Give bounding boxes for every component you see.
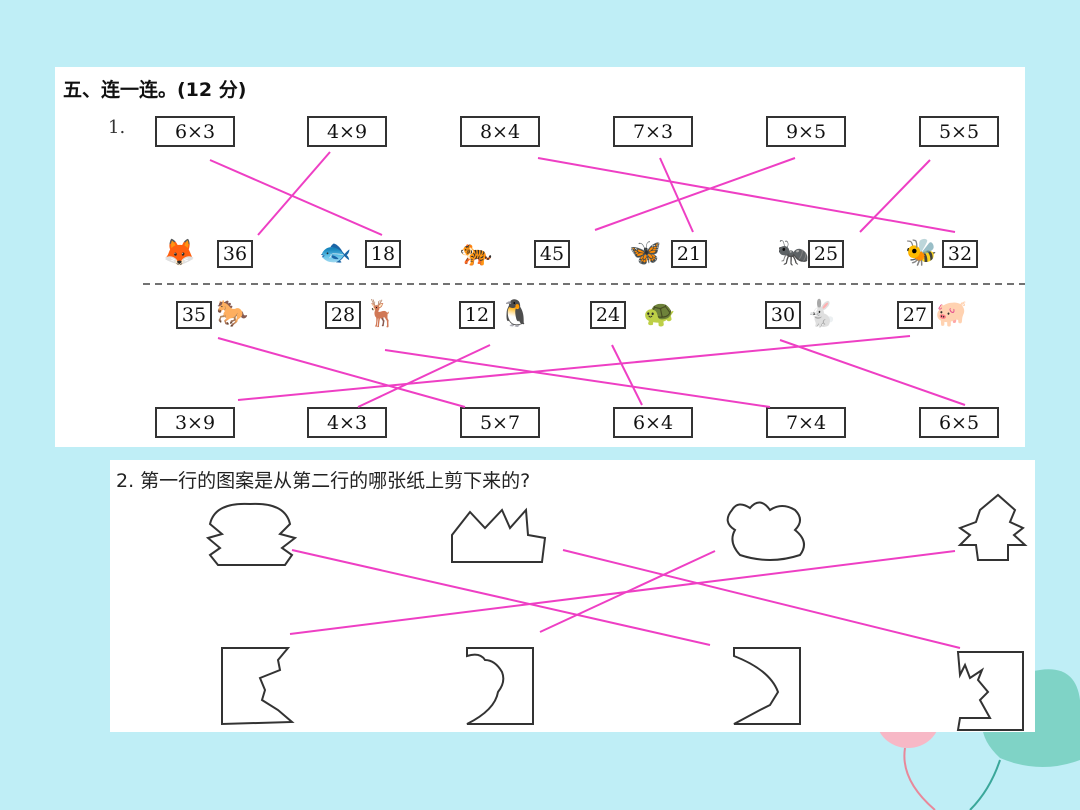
fish-icon: 🐟: [319, 238, 352, 268]
cut-shapes-drawing: [205, 493, 1028, 731]
horse-icon: 🐎: [216, 299, 249, 329]
butterfly-icon: 🦋: [629, 238, 662, 268]
ant-icon: 🐜: [777, 238, 810, 268]
cut-pattern-2: [451, 507, 547, 563]
upper-number-box[interactable]: 18: [365, 240, 401, 268]
top-expr-box[interactable]: 6×3: [155, 116, 235, 147]
question-2-text: 2. 第一行的图案是从第二行的哪张纸上剪下来的?: [116, 470, 531, 492]
matching-panel-2: 2. 第一行的图案是从第二行的哪张纸上剪下来的?: [110, 460, 1035, 732]
lower-number-box[interactable]: 28: [325, 301, 361, 329]
bottom-expr-box[interactable]: 3×9: [155, 407, 235, 438]
cut-pattern-3: [726, 501, 805, 561]
upper-number-box[interactable]: 45: [534, 240, 570, 268]
lower-number-box[interactable]: 12: [459, 301, 495, 329]
lower-number-box[interactable]: 24: [590, 301, 626, 329]
pig-icon: 🐖: [935, 299, 968, 329]
upper-number-box[interactable]: 32: [942, 240, 978, 268]
matching-panel-1: 五、连一连。(12 分) 1. 6×3 4×9 8×4 7×3 9×5 5×5 …: [55, 67, 1025, 447]
turtle-icon: 🐢: [643, 299, 676, 329]
upper-number-box[interactable]: 36: [217, 240, 253, 268]
top-expr-box[interactable]: 5×5: [919, 116, 999, 147]
bee-icon: 🐝: [905, 238, 938, 268]
top-expr-box[interactable]: 7×3: [613, 116, 693, 147]
paper-1: [221, 647, 295, 726]
cut-pattern-1: [205, 502, 298, 566]
paper-4: [956, 651, 1024, 731]
lower-number-box[interactable]: 30: [765, 301, 801, 329]
section-title: 五、连一连。(12 分): [63, 79, 247, 101]
top-expr-box[interactable]: 4×9: [307, 116, 387, 147]
upper-number-box[interactable]: 21: [671, 240, 707, 268]
rabbit-icon: 🐇: [805, 299, 838, 329]
fox-icon: 🦊: [163, 238, 196, 268]
bottom-expr-box[interactable]: 6×5: [919, 407, 999, 438]
tiger-icon: 🐅: [460, 238, 493, 268]
lower-number-box[interactable]: 27: [897, 301, 933, 329]
penguin-icon: 🐧: [499, 299, 532, 329]
bottom-expr-box[interactable]: 7×4: [766, 407, 846, 438]
top-expr-box[interactable]: 8×4: [460, 116, 540, 147]
upper-number-box[interactable]: 25: [808, 240, 844, 268]
question-1-label: 1.: [108, 117, 126, 138]
top-expr-box[interactable]: 9×5: [766, 116, 846, 147]
cut-pattern-4: [957, 493, 1028, 561]
paper-3: [733, 647, 801, 725]
bottom-expr-box[interactable]: 6×4: [613, 407, 693, 438]
paper-2: [466, 647, 534, 725]
bottom-expr-box[interactable]: 4×3: [307, 407, 387, 438]
deer-icon: 🦌: [365, 299, 398, 329]
bottom-expr-box[interactable]: 5×7: [460, 407, 540, 438]
lower-number-box[interactable]: 35: [176, 301, 212, 329]
